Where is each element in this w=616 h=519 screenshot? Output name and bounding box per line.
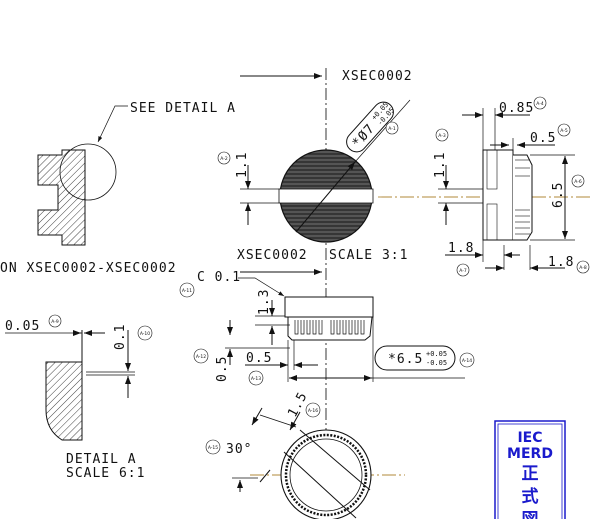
balloon-a15: A-15	[205, 439, 221, 455]
svg-text:A-1: A-1	[388, 126, 396, 132]
svg-text:正: 正	[522, 464, 539, 484]
balloon-a7: A-7	[456, 263, 470, 277]
balloon-a8: A-8	[576, 260, 590, 274]
section-scale: SCALE 3:1	[329, 248, 408, 263]
partial-section	[37, 105, 128, 246]
svg-text:-0.05: -0.05	[426, 359, 447, 367]
balloon-a12: A-12	[193, 348, 209, 364]
dim-knurl-depth-v: 0.5	[215, 356, 230, 382]
svg-text:A-5: A-5	[560, 128, 568, 134]
svg-text:A-7: A-7	[459, 268, 467, 274]
balloon-a9: A-9	[48, 314, 62, 328]
detail-title: DETAIL A	[66, 452, 137, 467]
svg-text:A-13: A-13	[251, 376, 261, 382]
dim-chamfer: C 0.1	[197, 270, 241, 285]
svg-text:+0.05: +0.05	[426, 350, 447, 358]
balloon-a6: A-6	[571, 174, 585, 188]
detail-scale: SCALE 6:1	[66, 466, 145, 481]
balloon-a4: A-4	[533, 96, 547, 110]
svg-text:1.1: 1.1	[235, 152, 250, 178]
balloon-a2: A-2	[217, 151, 231, 165]
section-view-title: ON XSEC0002-XSEC0002	[0, 261, 177, 276]
see-detail-label: SEE DETAIL A	[130, 101, 236, 116]
svg-text:図: 図	[522, 510, 539, 519]
balloon-a13: A-13	[248, 370, 264, 386]
svg-text:A-4: A-4	[536, 101, 544, 107]
svg-text:A-11: A-11	[182, 288, 192, 294]
dim-knurl-depth-h: 0.5	[246, 351, 272, 366]
front-view	[278, 99, 411, 243]
section-label-bottom: XSEC0002	[237, 248, 308, 263]
dim-slot-side: 1.1	[433, 152, 448, 178]
svg-text:MERD: MERD	[507, 446, 553, 462]
svg-text:A-9: A-9	[51, 319, 59, 325]
section-label-top: XSEC0002	[342, 69, 413, 84]
approval-stamp: IEC MERD 正 式 図	[494, 420, 566, 519]
balloon-a1: A-1	[385, 121, 399, 135]
balloon-a10: A-10	[137, 325, 153, 341]
outer-diameter-callout: *6.5 +0.05 -0.05	[374, 345, 456, 371]
svg-text:A-8: A-8	[579, 265, 587, 271]
dim-right-length: 1.8	[548, 255, 574, 270]
svg-text:A-12: A-12	[196, 354, 206, 360]
lower-section	[225, 269, 465, 382]
svg-text:*6.5: *6.5	[388, 352, 423, 367]
bottom-view	[232, 407, 372, 519]
balloon-a11: A-11	[179, 282, 195, 298]
svg-text:IEC: IEC	[517, 430, 542, 446]
dim-detail-gap: 0.05	[5, 319, 40, 334]
svg-text:A-3: A-3	[438, 133, 446, 139]
svg-text:A-15: A-15	[208, 445, 218, 451]
dim-step-height: 1.3	[257, 289, 272, 315]
balloon-a5: A-5	[557, 123, 571, 137]
dim-knurl-diameter: 6.5	[551, 182, 566, 208]
svg-text:A-10: A-10	[140, 331, 150, 337]
balloon-a3: A-3	[435, 128, 449, 142]
dim-slot-front: 1.1	[235, 152, 280, 225]
side-view	[438, 108, 575, 271]
balloon-a14: A-14	[459, 352, 475, 368]
svg-text:A-16: A-16	[308, 408, 318, 414]
svg-text:A-2: A-2	[220, 156, 228, 162]
svg-text:A-6: A-6	[574, 179, 582, 185]
dim-head-thickness: 0.85	[499, 101, 534, 116]
dim-angle: 30°	[226, 442, 252, 457]
svg-text:A-14: A-14	[462, 358, 472, 364]
balloon-a16: A-16	[305, 402, 321, 418]
detail-a-view	[5, 330, 135, 441]
dim-knurl-offset: 0.5	[530, 131, 556, 146]
dim-slot-bottom: 1.5	[285, 389, 311, 419]
svg-text:式: 式	[522, 486, 539, 507]
dim-left-length: 1.8	[448, 241, 474, 256]
dim-detail-step: 0.1	[113, 324, 128, 350]
